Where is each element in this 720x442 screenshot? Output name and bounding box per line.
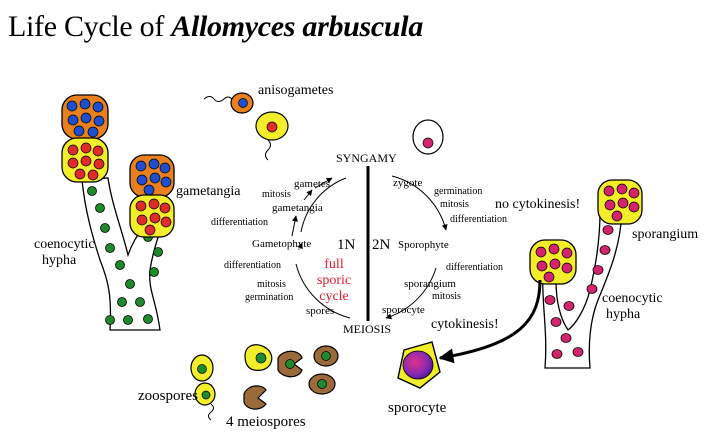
mitosis-diploid-1: mitosis xyxy=(440,199,469,210)
mitosis-haploid-2: mitosis xyxy=(257,279,286,290)
gametes-stage: gametes xyxy=(294,178,330,190)
germination-haploid: germination xyxy=(245,292,293,303)
gametangia-label: gametangia xyxy=(176,184,241,199)
gametangium-orange-top xyxy=(61,94,109,140)
page-title: Life Cycle of Allomyces arbuscula xyxy=(8,10,423,44)
gametangium-yellow-branch xyxy=(129,194,175,238)
anisogamete-yellow xyxy=(255,111,289,161)
gametangia-stage: gametangia xyxy=(272,202,323,214)
syngamy-label: SYNGAMY xyxy=(336,151,397,165)
differentiation-haploid-1: differentiation xyxy=(211,217,268,228)
meiospore-5 xyxy=(243,385,267,410)
meiospores-group xyxy=(243,344,339,410)
coenocytic-hypha-left-label-1: coenocytic xyxy=(34,237,95,252)
meiosis-label: MEIOSIS xyxy=(343,322,391,336)
sporangium-label: sporangium xyxy=(632,227,698,242)
meiospore-2 xyxy=(277,350,303,378)
left-gametophyte-hypha xyxy=(81,177,172,331)
haploid-label: 1N xyxy=(337,237,356,253)
sporocyte-stage: sporocyte xyxy=(382,304,425,316)
zoospores-label: zoospores xyxy=(138,388,198,404)
gametangium-orange-branch xyxy=(129,154,175,198)
meiospore-1 xyxy=(244,344,273,371)
sporangium-stage: sporangium xyxy=(404,278,456,290)
gametophyte-stage: Gametophyte xyxy=(252,238,311,250)
mitosis-haploid-1: mitosis xyxy=(262,189,291,200)
coenocytic-hypha-right-label-2: hypha xyxy=(606,307,641,322)
sporocyte-cell xyxy=(397,341,441,389)
differentiation-diploid-2: differentiation xyxy=(446,262,503,273)
meiospore-3 xyxy=(313,345,339,367)
mitosis-diploid-2: mitosis xyxy=(432,291,461,302)
coenocytic-hypha-left-label-2: hypha xyxy=(42,253,77,268)
differentiation-haploid-2: differentiation xyxy=(224,260,281,271)
zygote-cell xyxy=(412,119,444,155)
gametangium-yellow-top xyxy=(61,137,109,183)
title-species: Allomyces arbuscula xyxy=(171,10,424,43)
center-line-1: full xyxy=(324,257,344,272)
meiospores-label: 4 meiospores xyxy=(226,414,306,430)
title-prefix: Life Cycle of xyxy=(8,10,172,43)
sporocyte-label: sporocyte xyxy=(388,400,447,416)
differentiation-diploid-1: differentiation xyxy=(450,214,507,225)
cycle-ring xyxy=(295,175,448,320)
zygote-stage: zygote xyxy=(393,177,422,189)
sporangium-left xyxy=(529,239,577,285)
right-sporophyte-hypha xyxy=(542,211,623,369)
no-cytokinesis-label: no cytokinesis! xyxy=(495,197,580,212)
zoospore-1 xyxy=(190,354,214,382)
sporangium-to-sporocyte-arrow xyxy=(438,279,542,364)
full-sporic-cycle-label: full sporic cycle xyxy=(317,257,351,304)
sporophyte-stage: Sporophyte xyxy=(398,239,449,251)
zoospore-2 xyxy=(194,382,216,421)
center-line-3: cycle xyxy=(319,289,349,304)
sporangium-top xyxy=(597,179,643,225)
germination-diploid: germination xyxy=(434,186,482,197)
coenocytic-hypha-right-label-1: coenocytic xyxy=(602,291,663,306)
spores-stage: spores xyxy=(306,305,334,317)
diploid-label: 2N xyxy=(372,237,391,253)
cytokinesis-label: cytokinesis! xyxy=(431,317,499,332)
meiospore-4 xyxy=(308,373,336,395)
center-line-2: sporic xyxy=(317,273,351,288)
anisogamete-orange xyxy=(203,92,254,114)
anisogametes-label: anisogametes xyxy=(258,83,333,98)
